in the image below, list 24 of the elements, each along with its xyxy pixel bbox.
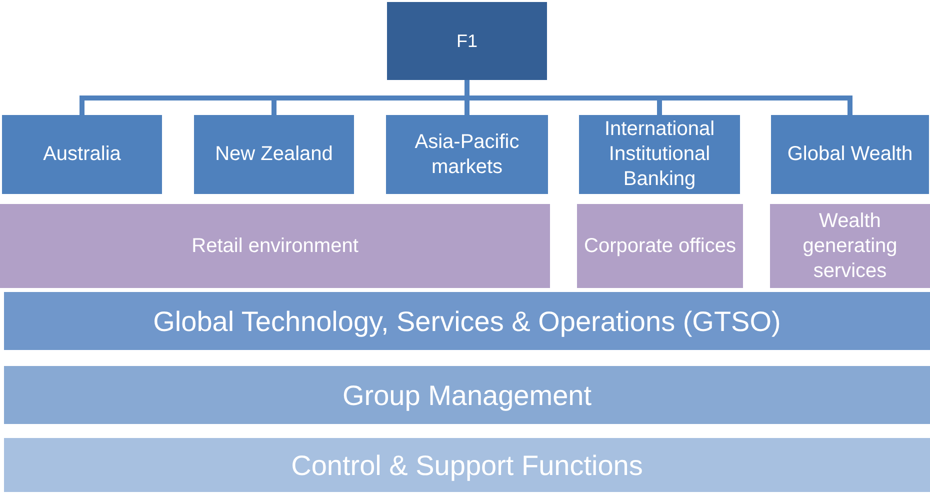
box-label: Corporate offices — [584, 234, 736, 258]
box-label: International Institutional Banking — [603, 117, 716, 192]
division-box — [771, 115, 929, 194]
segment-box — [577, 204, 743, 288]
segment-box — [770, 204, 930, 288]
box-label: Global Wealth — [787, 142, 913, 167]
box-label: Control & Support Functions — [291, 448, 643, 482]
box-label: Wealth generating services — [802, 208, 898, 284]
box-label: Australia — [43, 142, 121, 167]
division-box — [2, 115, 162, 194]
layer-band — [4, 366, 930, 424]
box-label: New Zealand — [215, 142, 333, 167]
box-label: Retail environment — [192, 234, 358, 258]
box-label: Asia-Pacific markets — [414, 130, 520, 180]
layer-band — [4, 438, 930, 492]
division-box — [386, 115, 548, 194]
division-box — [579, 115, 740, 194]
segment-box — [0, 204, 550, 288]
box-label: Group Management — [342, 378, 592, 412]
layer-band — [4, 292, 930, 350]
header-box — [387, 2, 547, 80]
division-box — [194, 115, 354, 194]
box-label: Global Technology, Services & Operations (GTSO) — [153, 304, 781, 338]
box-label: F1 — [456, 30, 478, 52]
